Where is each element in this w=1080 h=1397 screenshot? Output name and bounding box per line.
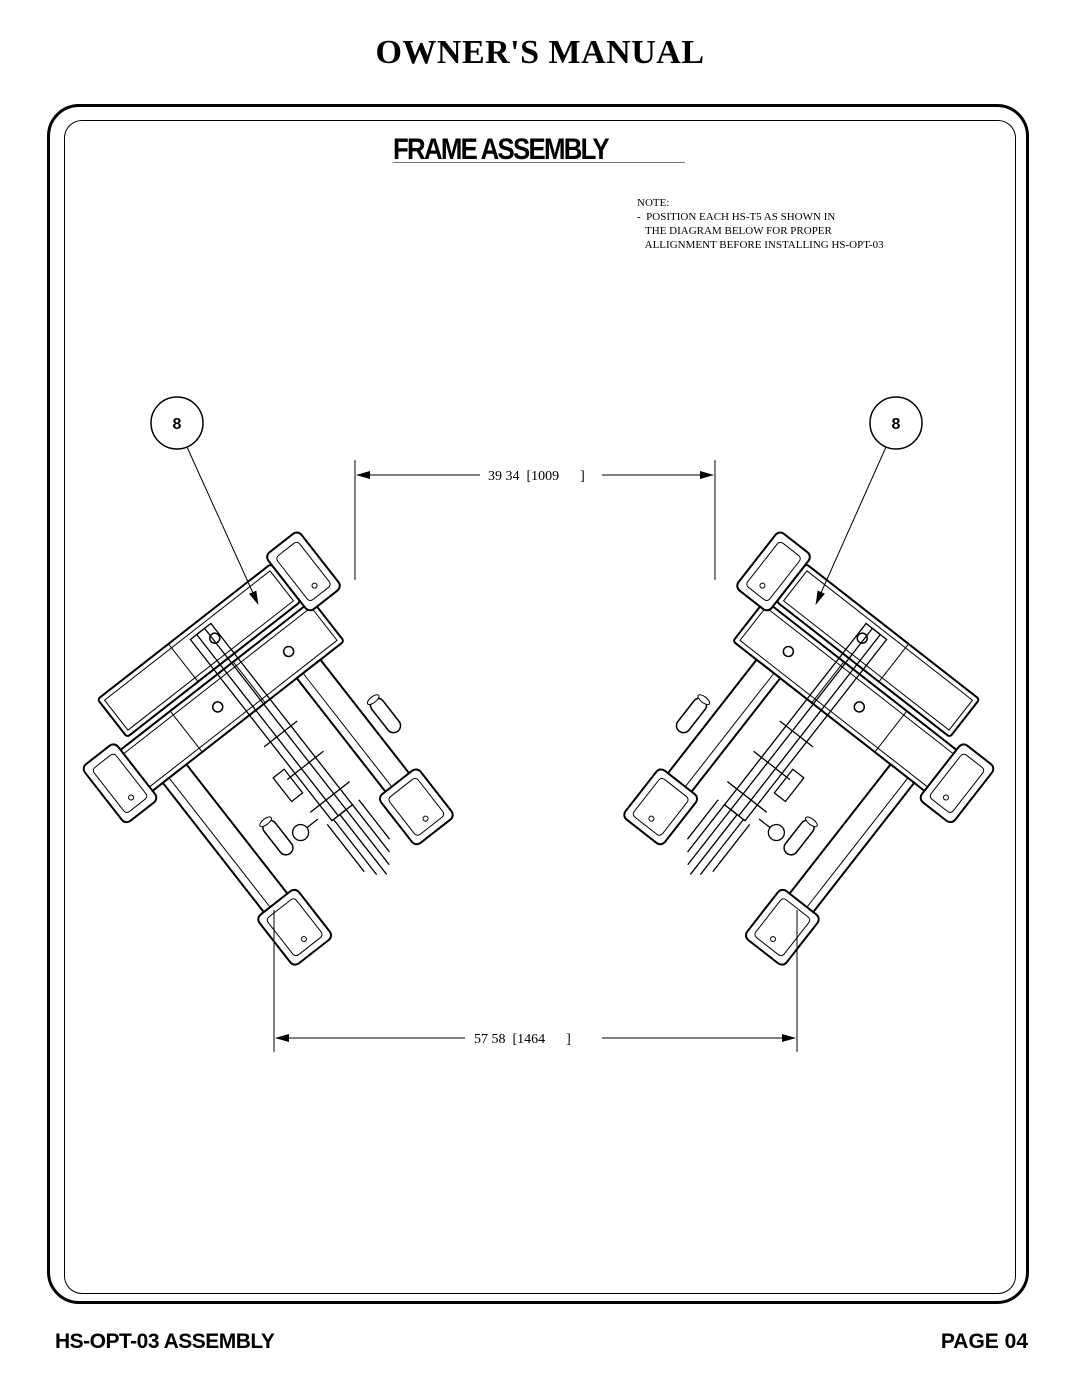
top-dimension bbox=[354, 460, 716, 580]
bottom-dimension-value: 57 58 [1464 ] bbox=[474, 1032, 571, 1047]
left-frame-unit bbox=[47, 529, 510, 996]
note-line-1: - POSITION EACH HS-T5 AS SHOWN IN bbox=[637, 211, 836, 223]
section-title: FRAME ASSEMBLY bbox=[393, 133, 610, 166]
page-title: OWNER'S MANUAL bbox=[375, 34, 705, 71]
right-callout-number: 8 bbox=[892, 416, 901, 433]
footer-page-number: PAGE 04 bbox=[940, 1330, 1028, 1353]
right-frame-unit bbox=[567, 529, 1030, 996]
left-callout bbox=[150, 396, 259, 605]
footer-assembly-name: HS-OPT-03 ASSEMBLY bbox=[55, 1330, 275, 1353]
bottom-dimension bbox=[273, 910, 798, 1052]
note-line-3: ALLIGNMENT BEFORE INSTALLING HS-OPT-03 bbox=[637, 239, 884, 251]
inner-border bbox=[64, 120, 1016, 1294]
assembly-note: NOTE: - POSITION EACH HS-T5 AS SHOWN IN T… bbox=[637, 196, 884, 252]
right-callout bbox=[815, 396, 923, 605]
top-dimension-value: 39 34 [1009 ] bbox=[488, 469, 585, 484]
note-line-2: THE DIAGRAM BELOW FOR PROPER bbox=[637, 225, 832, 237]
section-title-underline bbox=[393, 162, 685, 163]
outer-border bbox=[47, 104, 1029, 1304]
left-callout-number: 8 bbox=[173, 416, 182, 433]
note-label: NOTE: bbox=[637, 197, 670, 209]
